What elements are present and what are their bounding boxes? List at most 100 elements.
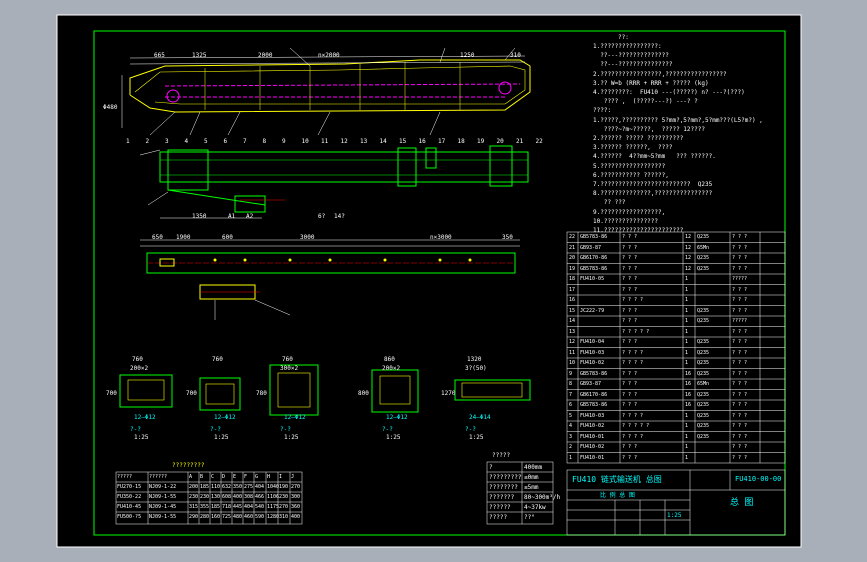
bom-cell: ? ? ? <box>622 307 638 314</box>
dimension-label: n×2000 <box>318 52 340 59</box>
dimension-label: A2 <box>246 213 254 220</box>
tech-note-line: ??---?????????????? <box>593 52 669 60</box>
small-table-label: ? <box>489 464 493 471</box>
section-hole-note: 12—Φ12 <box>214 414 236 421</box>
section-scale: 1:25 <box>284 434 299 441</box>
section-caption: ?-? <box>382 426 393 433</box>
spec-table-cell: 725 <box>222 514 232 520</box>
bom-cell: 10 <box>569 360 576 366</box>
dimension-label: 1350 <box>192 213 207 220</box>
bom-cell: 13 <box>569 328 576 335</box>
part-number: 7 <box>243 138 247 145</box>
part-number: 11 <box>321 138 329 145</box>
bom-cell: ? ? ? <box>732 381 748 387</box>
section-caption: ?-? <box>465 426 476 433</box>
drawing-code: FU410-00-00 <box>735 475 782 483</box>
section-height: 800 <box>358 390 369 397</box>
small-table-label: ????????? <box>489 474 522 481</box>
title-block-grid <box>566 469 786 536</box>
bom-cell: FU410-03 <box>580 412 605 419</box>
bom-cell: 1 <box>685 297 689 303</box>
bom-cell: GB6170-86 <box>580 255 608 261</box>
bom-cell: ? ? ? <box>732 391 748 398</box>
spec-table-cell: 404 <box>255 484 265 490</box>
bom-cell: ? ? ? <box>732 454 748 461</box>
spec-table-cell: NJ09-1-55 <box>149 494 177 500</box>
bom-cell: 1 <box>685 412 689 419</box>
spec-table-cell: 130 <box>211 494 221 500</box>
bom-cell: 8 <box>569 381 573 387</box>
section-scale: 1:25 <box>469 434 484 441</box>
section-height: 700 <box>186 390 197 397</box>
bom-cell: ? ? ? <box>622 286 638 293</box>
bom-cell: 2 <box>569 444 573 450</box>
part-number: 19 <box>477 138 485 145</box>
bom-cell: ? ? ? ? <box>622 412 644 419</box>
section-inner-dim: 200×2 <box>130 365 149 372</box>
bom-cell: ? ? ? <box>732 339 748 345</box>
tech-note-line: 2.?????????????????,????????????????? <box>593 70 727 78</box>
bom-cell: ? ? ? <box>622 265 638 272</box>
bom-cell: 1 <box>685 328 689 335</box>
dimension-label: 310 <box>510 52 521 59</box>
spec-table-header: I <box>279 474 283 480</box>
spec-table-cell: 590 <box>255 514 265 520</box>
bom-cell: 16 <box>685 381 692 387</box>
bom-cell: ? ? ? <box>622 318 638 324</box>
bom-cell: 65Mn <box>697 244 710 251</box>
bom-cell: ? ? ? <box>732 244 748 251</box>
spec-table-cell: 230 <box>279 494 289 500</box>
bom-cell: GB5783-86 <box>580 402 608 408</box>
small-table-value: ??° <box>524 514 535 521</box>
bom-cell: ? ? ? ? <box>622 349 644 356</box>
bom-cell: 1 <box>685 339 689 345</box>
spec-table-cell: 404 <box>244 504 254 510</box>
dimension-label: 1325 <box>192 52 207 59</box>
bom-cell: ? ? ? <box>732 444 748 450</box>
bom-cell: 4 <box>569 423 573 429</box>
spec-table-cell: 270 <box>291 484 301 490</box>
bom-cell: GB5783-86 <box>580 370 608 377</box>
section-inner-dim: 200×2 <box>382 365 401 372</box>
section-caption: ?-? <box>130 426 141 433</box>
section-hole-note: 12—Φ12 <box>284 414 306 421</box>
spec-table-header: A <box>189 474 193 480</box>
bom-cell: 16 <box>569 297 576 303</box>
bom-cell: ? ? ? <box>732 349 748 356</box>
spec-table-cell: 110 <box>211 484 221 490</box>
tech-note-line: 8.??????????????,???????????????? <box>593 190 713 198</box>
part-number: 21 <box>516 138 524 145</box>
dimension-label: 2000 <box>258 52 273 59</box>
tech-note-line: 10.??????????????? <box>593 217 659 225</box>
bom-cell: 1 <box>685 349 689 356</box>
spec-table-cell: 200 <box>189 484 199 490</box>
section-scale: 1:25 <box>214 434 229 441</box>
small-table-label: ??????? <box>489 494 515 501</box>
spec-table-cell: FU270-15 <box>117 484 142 490</box>
spec-table-cell: 540 <box>255 504 265 510</box>
bom-cell: 1 <box>685 433 689 440</box>
tech-note-line: 3.?? W=b (RRR + RRR + ????? (kg) <box>593 79 709 87</box>
bom-cell: 16 <box>685 370 692 377</box>
bom-cell: 1 <box>685 318 689 324</box>
part-number: 9 <box>282 138 286 145</box>
spec-table-cell: 718 <box>222 504 232 510</box>
bom-cell: Q235 <box>697 318 710 324</box>
spec-table-caption: ????????? <box>172 462 205 469</box>
spec-table-header: C <box>211 474 215 480</box>
spec-table-cell: 355 <box>200 504 210 510</box>
dimension-label: 14? <box>334 213 345 220</box>
small-table-label: ????? <box>489 514 508 521</box>
bom-cell: Q235 <box>697 423 710 429</box>
spec-table-cell: 1280 <box>267 514 280 520</box>
bom-cell: Q235 <box>697 412 710 419</box>
tech-note-line: 6.??????????? ??????, <box>593 171 669 179</box>
section-inner-dim: 300×2 <box>280 365 299 372</box>
spec-table-cell: 400 <box>291 514 301 520</box>
spec-table-cell: 185 <box>211 504 221 510</box>
bom-cell: 9 <box>569 370 573 377</box>
small-table-value: 400mm <box>524 464 543 471</box>
bom-cell: GB6170-86 <box>580 391 608 398</box>
section-caption: ?-? <box>210 426 221 433</box>
